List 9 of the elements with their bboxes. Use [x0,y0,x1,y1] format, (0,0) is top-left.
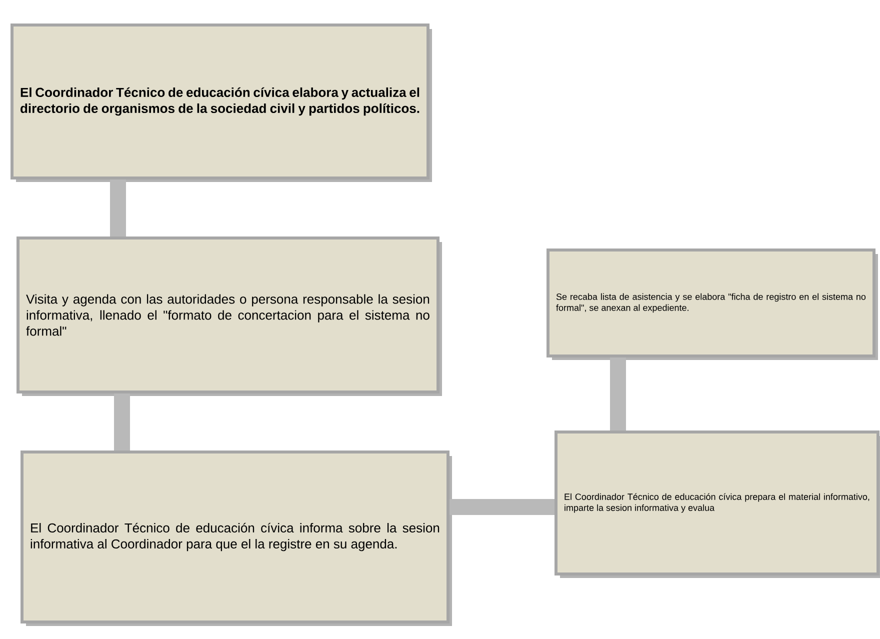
process-box: Visita y agenda con las autoridades o persona responsable la sesion informativa, llenado el "formato de concertacion para el sistema no formal" [16,236,440,394]
process-box: El Coordinador Técnico de educación cívica elabora y actualiza el directorio de organismos de la sociedad civil y partidos políticos. [10,23,430,180]
process-box: El Coordinador Técnico de educación cívica prepara el material informativo, imparte la sesion informativa y evalua [554,430,880,576]
connector-bar [114,393,130,450]
process-box: Se recaba lista de asistencia y se elabora "ficha de registro en el sistema no formal", se anexan al expediente. [546,248,876,358]
connector-bar [610,357,626,430]
connector-bar [110,179,126,236]
process-box: El Coordinador Técnico de educación cívica informa sobre la sesion informativa al Coordinador para que el la registre en su agenda. [20,450,450,624]
connector-bar [450,498,554,515]
